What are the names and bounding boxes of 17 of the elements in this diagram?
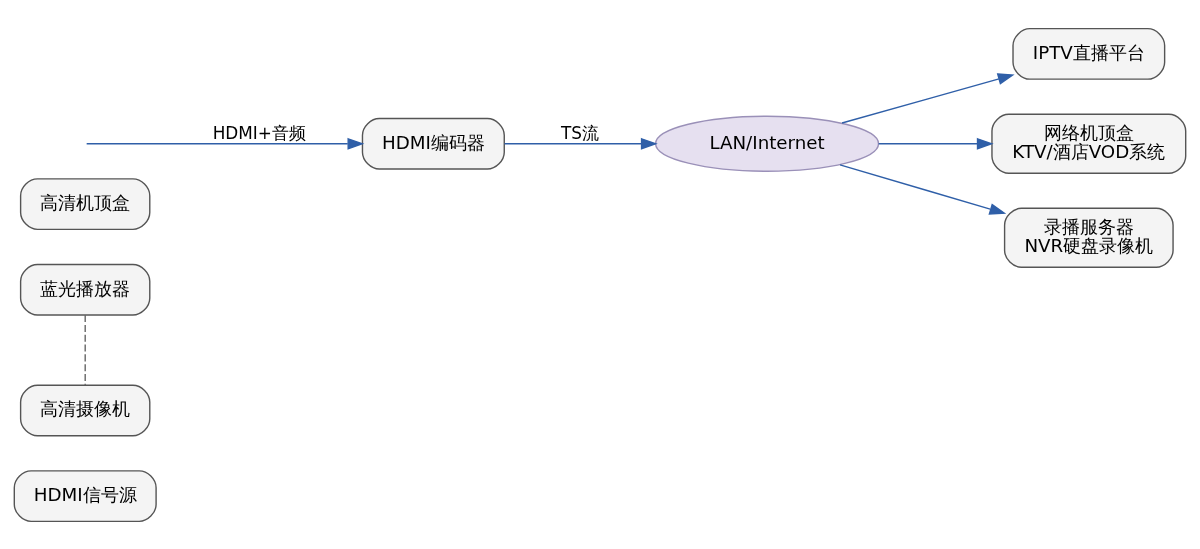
node-box: 高清摄像机 bbox=[19, 384, 151, 436]
node-box: IPTV直播平台 bbox=[1012, 27, 1166, 80]
arrow bbox=[841, 72, 1015, 124]
edge-label: TS流 bbox=[561, 122, 600, 143]
node-box: HDMI编码器 bbox=[361, 117, 505, 170]
arrow bbox=[839, 163, 1007, 215]
connector bbox=[84, 313, 86, 386]
node-box: HDMI信号源 bbox=[13, 469, 157, 522]
node-box: 录播服务器 NVR硬盘录像机 bbox=[1003, 207, 1174, 268]
arrow bbox=[503, 137, 658, 150]
edge-label: HDMI+音频 bbox=[212, 122, 306, 143]
arrow bbox=[85, 137, 365, 150]
arrow bbox=[877, 137, 994, 150]
node-box: 高清机顶盒 bbox=[19, 177, 151, 230]
node-ellipse: LAN/Internet bbox=[654, 115, 880, 172]
node-box: 蓝光播放器 bbox=[19, 263, 151, 316]
node-box: 网络机顶盒 KTV/酒店VOD系统 bbox=[991, 113, 1187, 174]
